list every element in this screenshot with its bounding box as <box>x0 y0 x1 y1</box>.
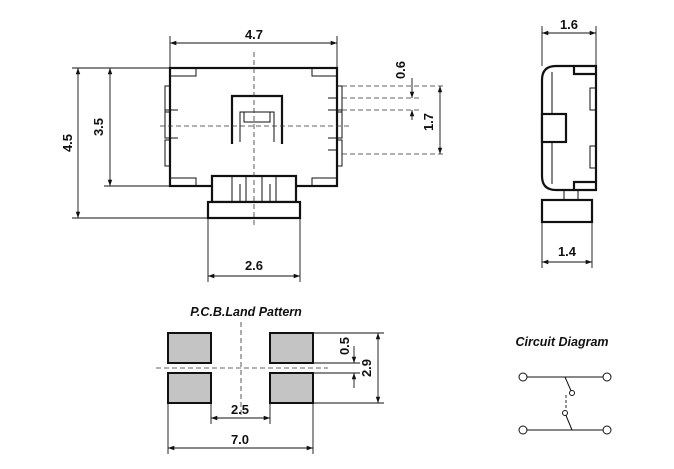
circuit-diagram: Circuit Diagram <box>515 335 612 435</box>
dim-inner-extension <box>210 403 271 424</box>
actuator-base <box>206 200 302 220</box>
terminal-dot-bottom-left <box>518 425 528 435</box>
dim-height-outer-label: 4.5 <box>60 134 75 152</box>
pad-bottom-right <box>269 372 314 404</box>
dim-depth-label: 1.6 <box>560 17 578 32</box>
side-tab-upper <box>589 87 597 111</box>
dim-actuator-depth-label: 1.4 <box>558 244 577 259</box>
terminal-left-lower <box>164 139 171 167</box>
dim-gap-label: 0.5 <box>337 337 352 355</box>
dim-height-body-label: 3.5 <box>91 118 106 136</box>
center-latch-inner <box>239 111 275 142</box>
pad-top-right <box>269 332 314 364</box>
terminal-left-inner-lines <box>170 109 178 139</box>
switch-blade-lower <box>564 412 573 431</box>
dim-outer-extension <box>167 403 314 454</box>
side-bottom-clip <box>572 180 596 190</box>
front-view: 4.7 4.5 3.5 0.6 1.7 2.6 <box>60 27 446 282</box>
pad-top-left <box>167 332 212 364</box>
corner-clip-bottom-right <box>311 177 337 186</box>
dim-span-label: 1.7 <box>421 113 436 131</box>
actuator-stem-details <box>231 176 277 202</box>
switch-body-outline <box>168 66 339 188</box>
center-latch <box>230 94 284 144</box>
terminal-right-middle <box>336 109 343 139</box>
terminal-right-inner-lines <box>328 97 337 151</box>
pad-bottom-left <box>167 372 212 404</box>
dim-terminal-extension <box>342 85 446 155</box>
terminal-dot-top-left <box>518 372 528 382</box>
pcb-land-pattern-title: P.C.B.Land Pattern <box>190 305 302 319</box>
side-stem <box>563 190 579 200</box>
side-tab-lower <box>589 145 597 169</box>
terminal-dot-bottom-right <box>602 425 612 435</box>
dim-depth-extension <box>541 26 597 66</box>
side-actuator <box>540 198 594 224</box>
terminal-right-upper <box>336 85 343 113</box>
switch-contact-upper <box>569 390 575 396</box>
terminal-right-lower <box>336 139 343 167</box>
switch-contact-lower <box>562 410 568 416</box>
pcb-land-pattern: P.C.B.Land Pattern 0.5 2.9 2.5 7.0 <box>156 305 384 454</box>
circuit-diagram-title: Circuit Diagram <box>515 335 608 349</box>
side-body-outline <box>540 64 598 192</box>
dim-actuator-extension <box>207 218 301 282</box>
dim-actuator-label: 2.6 <box>245 258 263 273</box>
dim-outer-label: 7.0 <box>231 432 249 447</box>
dim-pcb-height-label: 2.9 <box>359 359 374 377</box>
side-view: 1.6 1.4 <box>540 17 598 268</box>
dim-pitch-label: 0.6 <box>393 61 408 79</box>
side-top-clip <box>572 66 596 76</box>
corner-clip-top-left <box>170 68 197 77</box>
dim-width-label: 4.7 <box>245 27 263 42</box>
corner-clip-top-right <box>311 68 337 77</box>
terminal-left-middle <box>164 109 171 139</box>
terminal-left-upper <box>164 85 171 113</box>
corner-clip-bottom-left <box>170 177 197 186</box>
dim-pcb-height-extension <box>313 332 384 404</box>
dim-inner-label: 2.5 <box>231 402 249 417</box>
dim-height-outer-extension <box>72 67 208 219</box>
side-center-block <box>540 112 568 144</box>
terminal-dot-top-right <box>602 372 612 382</box>
